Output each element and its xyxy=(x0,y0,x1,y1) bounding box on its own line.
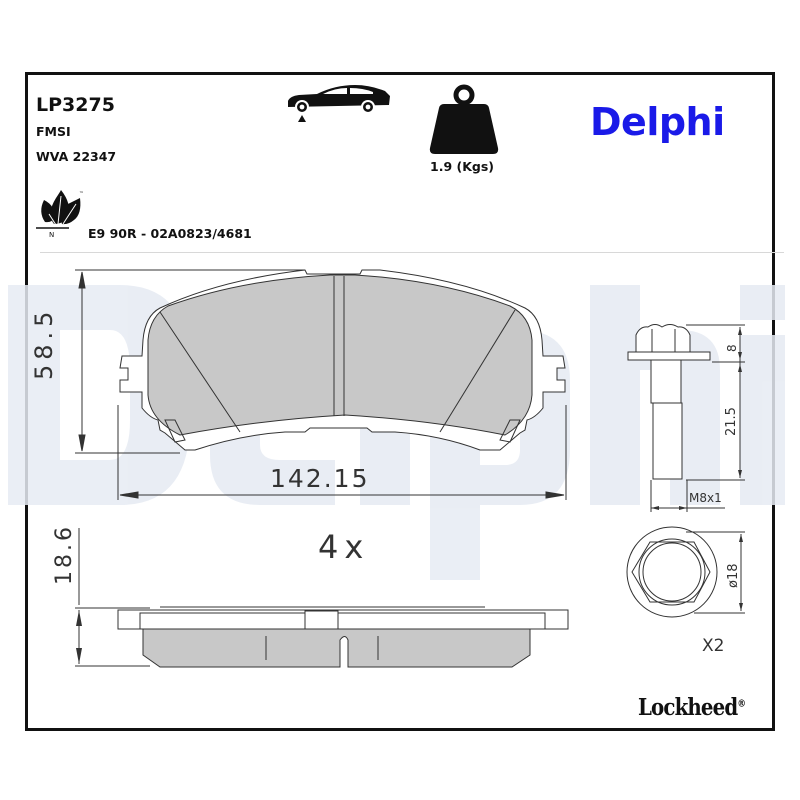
dimension-width: 142.15 xyxy=(270,464,370,493)
lockheed-logo: Lockheed® xyxy=(638,694,746,721)
fmsi-label: FMSI xyxy=(36,124,71,139)
weight-value: 1.9 (Kgs) xyxy=(430,159,494,174)
bolt-quantity: X2 xyxy=(702,636,725,656)
bolt-thread: M8x1 xyxy=(689,491,722,505)
weight-icon xyxy=(429,84,499,154)
leaf-icon: ™ N xyxy=(36,190,84,239)
delphi-logo: Delphi xyxy=(590,100,725,144)
separator-line xyxy=(40,252,784,253)
svg-text:™: ™ xyxy=(79,191,84,197)
svg-text:N: N xyxy=(49,231,54,239)
bolt-diameter: ø18 xyxy=(726,563,741,589)
pad-quantity: 4x xyxy=(318,528,370,566)
certification-number: E9 90R - 02A0823/4681 xyxy=(88,226,252,241)
wva-number: WVA 22347 xyxy=(36,149,117,164)
car-front-axle-icon xyxy=(288,85,390,122)
part-number: LP3275 xyxy=(36,94,115,116)
